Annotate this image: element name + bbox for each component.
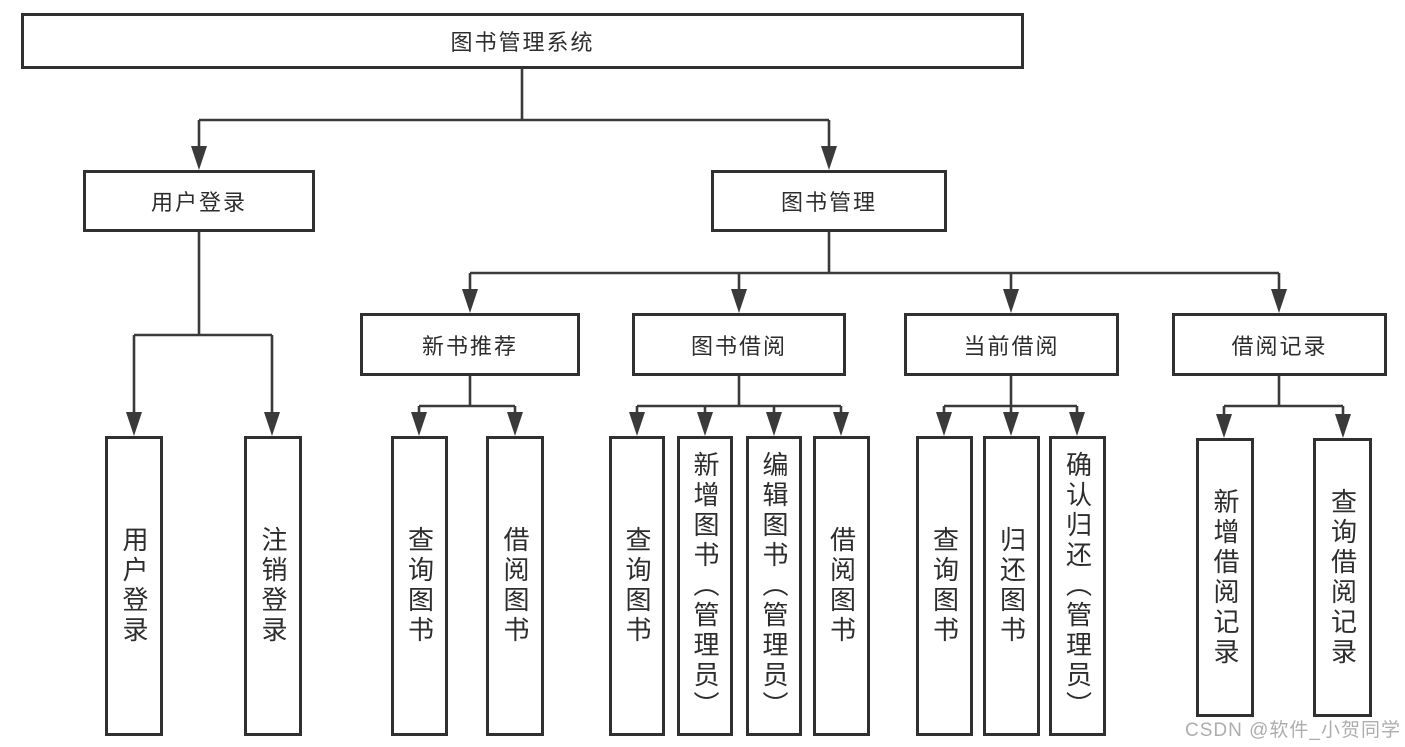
node-root: 图书管理系统 — [21, 13, 1024, 69]
arrowhead — [1271, 289, 1287, 313]
leaf-borrow-query-label: 查询图书 — [622, 526, 652, 646]
leaf-newbooks-query: 查询图书 — [391, 436, 448, 736]
leaf-borrow-add: 新增图书（管理员） — [677, 436, 733, 736]
node-root-label: 图书管理系统 — [450, 30, 595, 55]
leaf-records-add-label: 新增借阅记录 — [1210, 487, 1240, 668]
arrowhead — [833, 412, 849, 436]
leaf-borrow-add-label: 新增图书（管理员） — [690, 451, 720, 721]
arrowhead — [411, 412, 427, 436]
node-book-mgmt-label: 图书管理 — [780, 190, 877, 215]
leaf-user-login: 用户登录 — [105, 436, 163, 736]
arrowhead — [1003, 412, 1019, 436]
leaf-borrow-borrow: 借阅图书 — [813, 436, 870, 736]
arrowhead — [766, 412, 782, 436]
node-current-borrow: 当前借阅 — [904, 313, 1119, 376]
node-user-login-label: 用户登录 — [150, 190, 247, 215]
leaf-records-query-label: 查询借阅记录 — [1327, 487, 1358, 668]
leaf-current-return-label: 归还图书 — [996, 526, 1027, 646]
leaf-logout: 注销登录 — [244, 436, 302, 736]
arrowhead — [1069, 412, 1085, 436]
node-borrow-records: 借阅记录 — [1172, 313, 1387, 376]
leaf-current-confirm-label: 确认归还（管理员） — [1062, 451, 1093, 721]
leaf-records-query: 查询借阅记录 — [1313, 438, 1372, 717]
arrowhead — [1335, 414, 1351, 438]
leaf-borrow-edit-label: 编辑图书（管理员） — [759, 451, 789, 721]
node-borrow-records-label: 借阅记录 — [1231, 333, 1328, 359]
arrowhead — [507, 412, 523, 436]
leaf-newbooks-borrow-label: 借阅图书 — [500, 526, 530, 646]
arrowhead — [731, 289, 747, 313]
arrowhead — [1216, 414, 1232, 438]
leaf-records-add: 新增借阅记录 — [1196, 438, 1254, 717]
leaf-logout-label: 注销登录 — [258, 526, 288, 646]
arrowhead — [462, 289, 478, 313]
leaf-current-confirm: 确认归还（管理员） — [1049, 436, 1106, 736]
arrowhead — [264, 412, 280, 436]
node-current-borrow-label: 当前借阅 — [963, 333, 1060, 359]
leaf-current-query-label: 查询图书 — [929, 526, 960, 646]
leaf-borrow-borrow-label: 借阅图书 — [826, 526, 857, 646]
leaf-current-return: 归还图书 — [983, 436, 1040, 736]
arrowhead — [1003, 289, 1019, 313]
leaf-newbooks-query-label: 查询图书 — [404, 526, 435, 646]
leaf-user-login-label: 用户登录 — [119, 526, 149, 646]
arrowhead — [191, 146, 207, 170]
node-book-mgmt: 图书管理 — [711, 170, 947, 232]
leaf-borrow-edit: 编辑图书（管理员） — [746, 436, 802, 736]
arrowhead — [126, 412, 142, 436]
leaf-current-query: 查询图书 — [916, 436, 973, 736]
leaf-borrow-query: 查询图书 — [609, 436, 665, 736]
node-user-login: 用户登录 — [83, 170, 315, 232]
leaf-newbooks-borrow: 借阅图书 — [486, 436, 544, 736]
node-new-books: 新书推荐 — [360, 313, 580, 376]
watermark: CSDN @软件_小贺同学 — [1185, 720, 1401, 741]
arrowhead — [936, 412, 952, 436]
node-new-books-label: 新书推荐 — [421, 333, 518, 359]
arrowhead — [821, 146, 837, 170]
node-book-borrow: 图书借阅 — [632, 313, 846, 376]
arrowhead — [697, 412, 713, 436]
arrowhead — [629, 412, 645, 436]
node-book-borrow-label: 图书借阅 — [690, 333, 787, 359]
